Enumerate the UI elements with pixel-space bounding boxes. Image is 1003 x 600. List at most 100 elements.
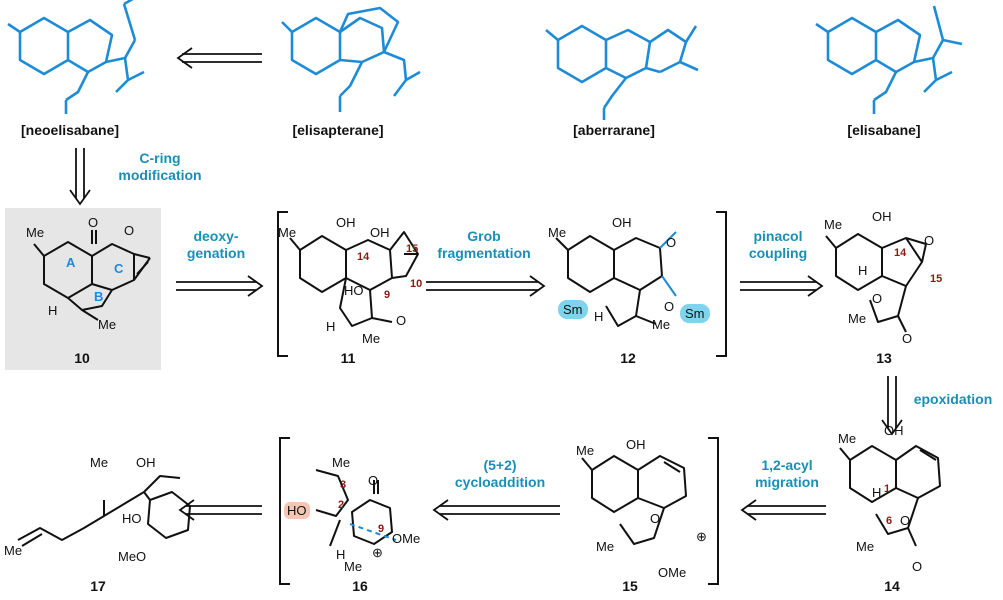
elisabane-skeleton <box>815 5 963 114</box>
c15-oh: OH <box>626 437 646 452</box>
bracket-15-16 <box>279 437 719 585</box>
c14-hydrogen: H <box>872 485 882 500</box>
c16-carbonyl-oxygen: O <box>368 473 379 488</box>
compound-13-structure <box>825 233 927 333</box>
c13-oh: OH <box>872 209 892 224</box>
c12-samarium-right: Sm <box>680 304 710 323</box>
c10-hydrogen: H <box>48 303 58 318</box>
compound-number-14: 14 <box>884 578 900 594</box>
c17-ho: HO <box>122 511 142 526</box>
c11-locant-9: 9 <box>384 289 391 301</box>
bracket-11-12 <box>277 211 727 357</box>
c11-oh-left: OH <box>336 215 356 230</box>
c11-me-bottom: Me <box>362 331 381 346</box>
compound-number-17: 17 <box>90 578 106 594</box>
c11-me: Me <box>278 225 297 240</box>
c17-me: Me <box>4 543 23 558</box>
c11-locant-10: 10 <box>410 278 423 290</box>
arrow-15-to-16 <box>432 499 560 521</box>
c16-locant-3: 3 <box>340 479 347 491</box>
arrow-11-to-12 <box>426 275 546 297</box>
c16-ome: OMe <box>392 531 421 546</box>
label-elisabane: [elisabane] <box>847 122 921 138</box>
c10-ring-b-label: B <box>94 289 104 304</box>
compound-number-10: 10 <box>74 350 90 366</box>
c16-ho-highlight: HO <box>284 502 310 519</box>
label-elisapterane: [elisapterane] <box>292 122 384 138</box>
compound-12-structure <box>555 231 677 327</box>
c12-me-bottom: Me <box>652 317 671 332</box>
c13-epoxide-oxygen: O <box>924 233 935 248</box>
compound-number-13: 13 <box>876 350 892 366</box>
c16-plus-charge: ⊕ <box>372 545 383 560</box>
c11-locant-14: 14 <box>357 251 370 263</box>
c11-oh-right: OH <box>370 225 390 240</box>
c16-hydrogen: H <box>336 547 346 562</box>
arrow-12-to-13 <box>740 275 824 297</box>
c17-me-branch: Me <box>90 455 109 470</box>
c13-me: Me <box>824 217 843 232</box>
label-aberrarane: [aberrarane] <box>573 122 655 138</box>
c10-me-bottom: Me <box>98 317 117 332</box>
compound-11-structure <box>289 231 419 327</box>
c16-locant-9: 9 <box>378 523 385 535</box>
retro-arrow-elisapterane <box>176 47 262 69</box>
c13-me-bottom: Me <box>848 311 867 326</box>
label-neoelisabane: [neoelisabane] <box>20 122 120 138</box>
c15-me: Me <box>576 443 595 458</box>
compound-number-15: 15 <box>622 578 638 594</box>
compound-number-11: 11 <box>340 350 356 366</box>
aberrarane-skeleton <box>545 24 699 120</box>
retro-arrow-down-10 <box>69 148 91 206</box>
c13-carbonyl-oxygen: O <box>902 331 913 346</box>
c10-oxygen-enone: O <box>124 223 135 238</box>
c12-oh: OH <box>612 215 632 230</box>
c10-ring-c-label: C <box>114 261 124 276</box>
c16-locant-2: 2 <box>338 499 345 511</box>
elisapterane-skeleton <box>281 6 421 112</box>
c13-locant-14: 14 <box>894 247 907 259</box>
caption-epoxidation: epoxidation <box>913 391 993 407</box>
c11-oxygen: O <box>396 313 407 328</box>
arrow-16-to-17 <box>178 499 262 521</box>
c11-locant-15: 15 <box>406 243 419 255</box>
c17-meo: MeO <box>118 549 147 564</box>
c14-me: Me <box>838 431 857 446</box>
c14-lactone-oxygen: O <box>900 513 911 528</box>
c15-oxygen: O <box>650 511 661 526</box>
c10-oxygen-ketone: O <box>88 215 99 230</box>
c14-carbonyl-oxygen: O <box>912 559 923 574</box>
c12-oxygen-bottom: O <box>664 299 675 314</box>
arrow-13-to-14 <box>881 376 903 436</box>
compound-16-structure <box>315 469 397 547</box>
c12-me: Me <box>548 225 567 240</box>
c15-plus-charge: ⊕ <box>696 529 707 544</box>
c15-ome: OMe <box>658 565 687 580</box>
caption-cycloaddition: (5+2)cycloaddition <box>454 457 546 490</box>
arrow-10-to-11 <box>176 275 264 297</box>
arrow-14-to-15 <box>740 499 826 521</box>
c13-lactone-oxygen: O <box>872 291 883 306</box>
c10-ring-a-label: A <box>66 255 76 270</box>
c11-ho: HO <box>344 283 364 298</box>
c12-oxygen-top: O <box>666 235 677 250</box>
c16-me: Me <box>332 455 351 470</box>
c14-locant-6: 6 <box>886 515 893 527</box>
caption-deoxygenation: deoxy-genation <box>186 228 246 261</box>
c14-oh: OH <box>884 423 904 438</box>
c14-locant-1: 1 <box>884 483 891 495</box>
c16-me-bottom: Me <box>344 559 363 574</box>
c15-me-bottom: Me <box>596 539 615 554</box>
c17-oh: OH <box>136 455 156 470</box>
neoelisabane-skeleton <box>7 0 145 114</box>
c12-samarium-left: Sm <box>558 300 588 319</box>
c10-me-top: Me <box>26 225 45 240</box>
c11-hydrogen: H <box>326 319 336 334</box>
compound-17-structure <box>17 475 191 547</box>
compound-14-structure <box>839 445 941 547</box>
